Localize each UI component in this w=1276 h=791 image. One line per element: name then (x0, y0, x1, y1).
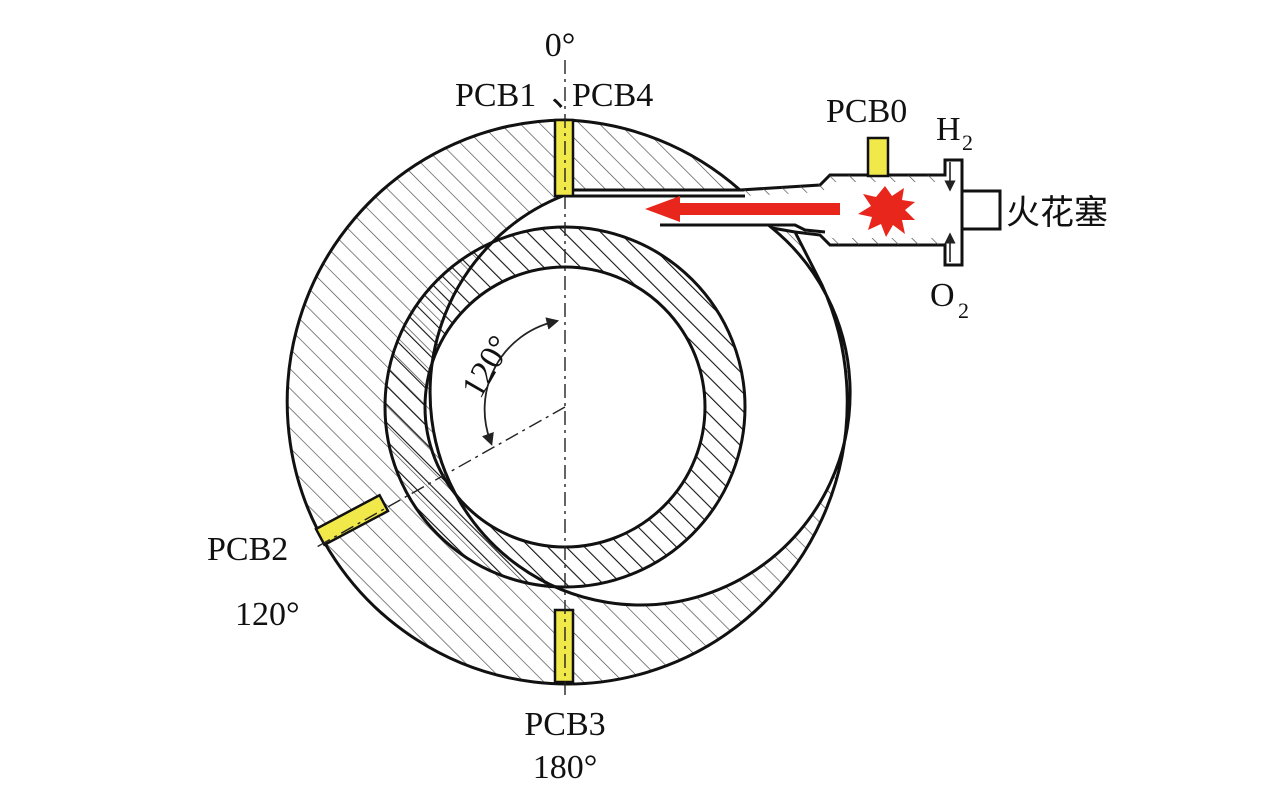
sensor-pcb0 (866, 136, 890, 178)
spark-plug-body (960, 189, 1002, 231)
label-pcb0: PCB0 (826, 93, 907, 130)
sensor-pcb1 (553, 118, 575, 198)
injector-hatch-bottom (795, 232, 945, 245)
label-pcb3: PCB3 (524, 706, 605, 743)
injector-tube-lower (660, 223, 826, 234)
spark-burst (858, 186, 915, 237)
flame-arrow-shaft (670, 203, 840, 215)
flame-arrow-head (645, 196, 680, 222)
label-pcb1: PCB1 (455, 77, 536, 114)
label-spark-plug: 火花塞 (1006, 193, 1108, 233)
label-separator: 、 (551, 77, 585, 114)
sensor-pcb2 (314, 493, 390, 547)
label-angle-120-side: 120° (235, 596, 300, 633)
sensor-pcb3 (553, 608, 575, 684)
label-angle-180: 180° (533, 749, 598, 786)
angle-arc-arrow (481, 317, 560, 446)
label-o2-subscript: 2 (958, 298, 969, 323)
label-o2: O (930, 277, 955, 314)
injector-hatch-top (740, 175, 945, 196)
label-pcb2: PCB2 (207, 531, 288, 568)
label-angle-120-arc: 120° (455, 330, 519, 404)
label-top-angle: 0° (545, 27, 576, 64)
label-pcb4: PCB4 (572, 77, 653, 114)
label-h2-subscript: 2 (962, 130, 973, 155)
label-h2: H (936, 111, 961, 148)
